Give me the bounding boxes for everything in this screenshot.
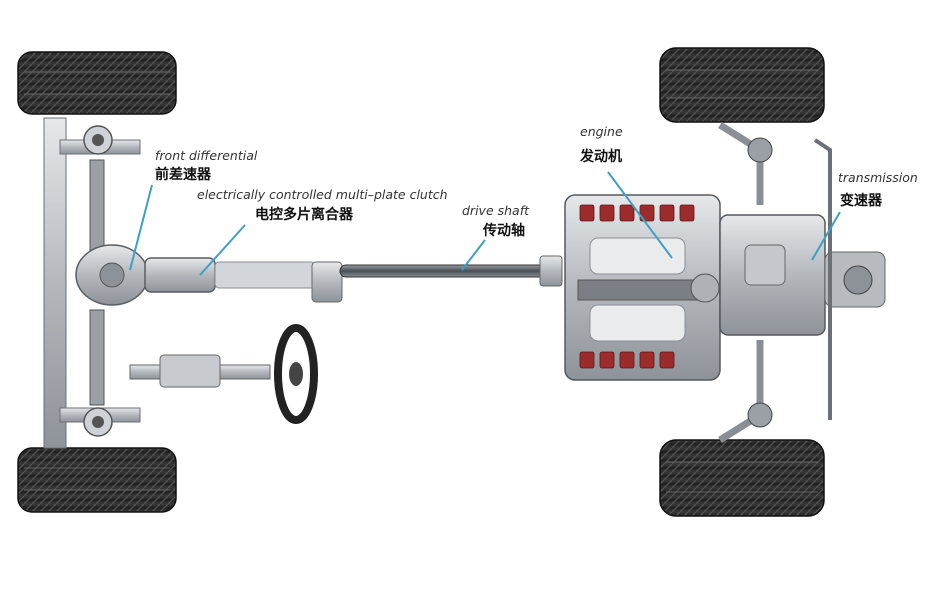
front-subframe <box>43 117 141 449</box>
drive-shaft-label-zh: 传动轴 <box>483 223 525 239</box>
leader-clutch <box>199 224 246 276</box>
transmission-label-en: transmission <box>838 170 918 185</box>
drive-shaft-body <box>311 255 563 303</box>
rear-right-tire <box>659 439 825 517</box>
front-differential-label-zh: 前差速器 <box>155 167 211 183</box>
rear-suspension <box>718 122 832 443</box>
leader-lines <box>129 171 841 276</box>
transmission-unit <box>719 214 886 336</box>
drive-shaft-label-en: drive shaft <box>462 203 530 218</box>
rear-left-tire <box>659 47 825 123</box>
leader-drive-shaft <box>461 239 486 271</box>
front-left-tire <box>17 51 177 115</box>
front-differential-unit <box>75 244 149 306</box>
engine-block <box>564 194 721 381</box>
engine-label-en: engine <box>580 124 623 139</box>
engine-label-zh: 发动机 <box>580 149 622 165</box>
clutch-label-en: electrically controlled multi–plate clut… <box>197 187 448 202</box>
clutch-label-zh: 电控多片离合器 <box>255 207 353 223</box>
leader-transmission <box>811 211 841 261</box>
clutch-housing <box>144 257 316 293</box>
transmission-label-zh: 变速器 <box>840 193 882 209</box>
leader-engine <box>607 171 673 259</box>
front-right-tire <box>17 447 177 513</box>
steering-assembly <box>129 324 318 424</box>
leader-front-differential <box>129 184 153 271</box>
front-differential-label-en: front differential <box>155 148 258 163</box>
